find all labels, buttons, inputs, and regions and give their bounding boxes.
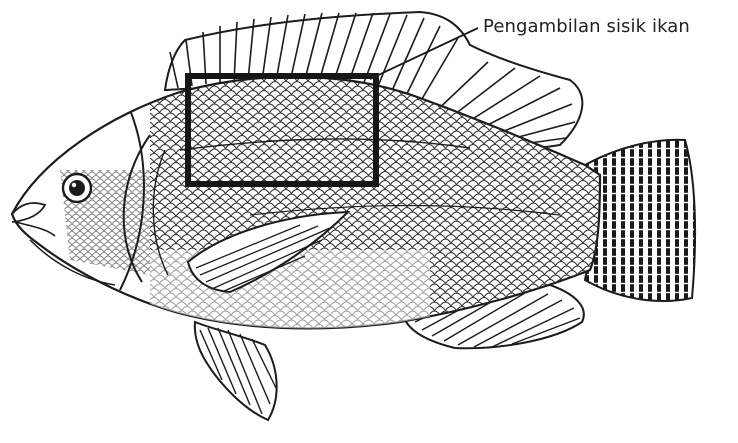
- annotation-label: Pengambilan sisik ikan: [483, 16, 690, 37]
- pelvic-fin: [195, 322, 277, 420]
